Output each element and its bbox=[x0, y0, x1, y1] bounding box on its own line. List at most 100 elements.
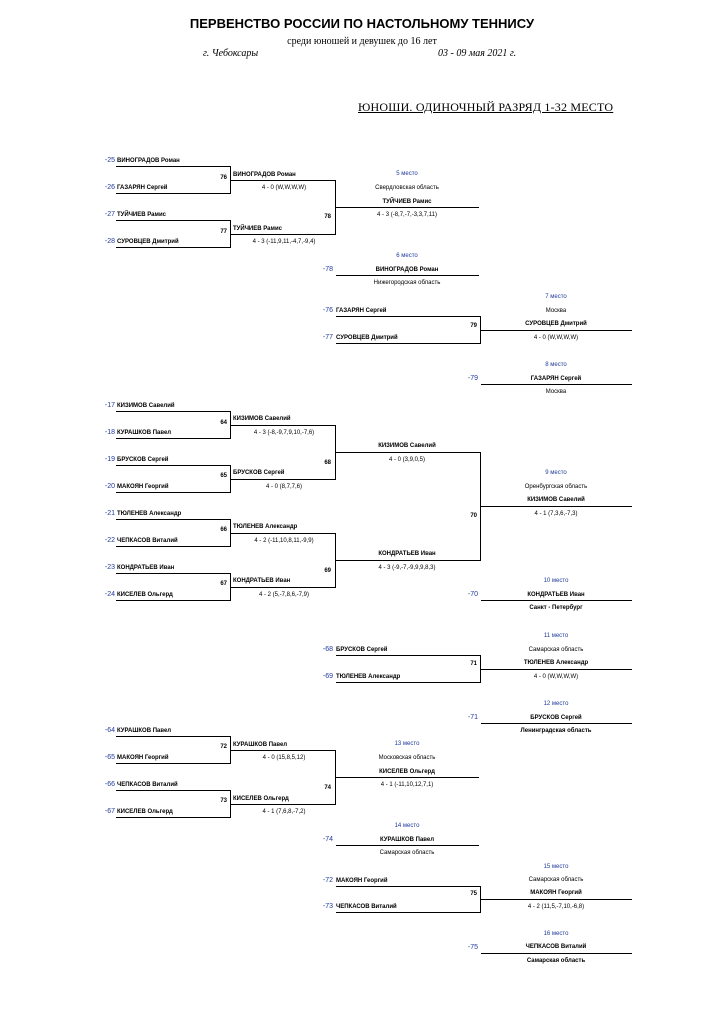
player-name: ГАЗАРЯН Сергей bbox=[530, 376, 582, 382]
document-subtitle: среди юношей и девушек до 16 лет bbox=[287, 36, 437, 47]
match-number: 66 bbox=[220, 527, 227, 533]
seed-label: -24 bbox=[104, 591, 115, 598]
match-number: 67 bbox=[220, 581, 227, 587]
player-name: МАКОЯН Георгий bbox=[117, 484, 169, 490]
player-region: Оренбургская область bbox=[524, 484, 588, 490]
player-region: Свердловская область bbox=[375, 185, 439, 191]
player-name: КОНДРАТЬЕВ Иван bbox=[527, 592, 585, 598]
player-name: КИСЕЛЕВ Ольгерд bbox=[117, 809, 173, 815]
match-score: 4 - 0 (W,W,W,W) bbox=[533, 674, 579, 680]
seed-label: -74 bbox=[322, 836, 333, 843]
match-score: 4 - 1 (7,3,6,-7,3) bbox=[534, 511, 578, 517]
match-score: 4 - 0 (8,7,7,6) bbox=[265, 484, 303, 490]
place-label: 7 место bbox=[545, 294, 567, 300]
match-number: 72 bbox=[220, 744, 227, 750]
match-winner: КИЗИМОВ Савелий bbox=[527, 497, 585, 503]
seed-label: -19 bbox=[104, 456, 115, 463]
city: г. Чебоксары bbox=[203, 48, 259, 59]
place-label: 13 место bbox=[394, 741, 420, 747]
match-winner: КИСЕЛЕВ Ольгерд bbox=[233, 796, 289, 802]
place-label: 16 место bbox=[543, 931, 569, 937]
match-number: 65 bbox=[220, 473, 227, 479]
player-name: ТУЙЧИЕВ Рамис bbox=[117, 212, 166, 218]
seed-label: -73 bbox=[322, 903, 333, 910]
match-number: 78 bbox=[324, 214, 331, 220]
match-number: 64 bbox=[220, 420, 227, 426]
match-score: 4 - 3 (-11,9,11,-4,7,-9,4) bbox=[252, 239, 316, 245]
match-number: 75 bbox=[470, 891, 477, 897]
player-name: ЧЕПКАСОВ Виталий bbox=[336, 904, 397, 910]
seed-label: -72 bbox=[322, 877, 333, 884]
seed-label: -28 bbox=[104, 238, 115, 245]
place-label: 6 место bbox=[396, 253, 418, 259]
match-score: 4 - 2 (11,5,-7,10,-6,8) bbox=[527, 904, 585, 910]
player-name: ГАЗАРЯН Сергей bbox=[336, 308, 387, 314]
match-score: 4 - 3 (-8,-9,7,9,10,-7,6) bbox=[253, 430, 315, 436]
player-name: МАКОЯН Георгий bbox=[117, 755, 169, 761]
document-title: ПЕРВЕНСТВО РОССИИ ПО НАСТОЛЬНОМУ ТЕННИСУ bbox=[189, 16, 535, 31]
match-number: 76 bbox=[220, 175, 227, 181]
seed-label: -70 bbox=[467, 591, 478, 598]
match-number: 74 bbox=[324, 785, 331, 791]
place-label: 8 место bbox=[545, 362, 567, 368]
match-score: 4 - 2 (5,-7,8,6,-7,9) bbox=[258, 592, 310, 598]
match-winner: ТЮЛЕНЕВ Александр bbox=[523, 660, 589, 666]
match-number: 73 bbox=[220, 798, 227, 804]
seed-label: -76 bbox=[322, 307, 333, 314]
place-label: 10 место bbox=[543, 578, 569, 584]
match-winner: ВИНОГРАДОВ Роман bbox=[233, 172, 296, 178]
seed-label: -21 bbox=[104, 510, 115, 517]
match-winner: КИСЕЛЕВ Ольгерд bbox=[379, 769, 435, 775]
player-name: ЧЕПКАСОВ Виталий bbox=[117, 782, 178, 788]
player-name: БРУСКОВ Сергей bbox=[336, 647, 388, 653]
player-region: Санкт - Петербург bbox=[529, 605, 583, 611]
match-winner: ТУЙЧИЕВ Рамис bbox=[233, 226, 282, 232]
seed-label: -17 bbox=[104, 402, 115, 409]
seed-label: -68 bbox=[322, 646, 333, 653]
player-name: КУРАШКОВ Павел bbox=[379, 837, 435, 843]
match-score: 4 - 0 (15,8,5,12) bbox=[262, 755, 306, 761]
match-number: 77 bbox=[220, 229, 227, 235]
event-title: ЮНОШИ. ОДИНОЧНЫЙ РАЗРЯД 1-32 МЕСТО bbox=[358, 100, 614, 114]
player-region: Самарская область bbox=[528, 647, 584, 653]
seed-label: -65 bbox=[104, 754, 115, 761]
seed-label: -27 bbox=[104, 211, 115, 218]
player-name: ВИНОГРАДОВ Роман bbox=[375, 267, 439, 273]
player-region: Москва bbox=[545, 308, 567, 314]
dates: 03 - 09 мая 2021 г. bbox=[438, 48, 517, 59]
seed-label: -64 bbox=[104, 727, 115, 734]
seed-label: -18 bbox=[104, 429, 115, 436]
seed-label: -67 bbox=[104, 808, 115, 815]
match-winner: КИЗИМОВ Савелий bbox=[233, 416, 291, 422]
match-score: 4 - 3 (-9,-7,-9,9,9,8,3) bbox=[378, 565, 436, 571]
match-number: 79 bbox=[470, 323, 477, 329]
player-name: СУРОВЦЕВ Дмитрий bbox=[336, 335, 398, 341]
seed-label: -78 bbox=[322, 266, 333, 273]
player-name: ТЮЛЕНЕВ Александр bbox=[117, 511, 182, 517]
player-region: Ленинградская область bbox=[520, 728, 592, 734]
match-score: 4 - 2 (-11,10,8,11,-9,9) bbox=[254, 538, 314, 544]
match-number: 68 bbox=[324, 460, 331, 466]
match-winner: КУРАШКОВ Павел bbox=[233, 742, 288, 748]
seed-label: -25 bbox=[104, 157, 115, 164]
seed-label: -66 bbox=[104, 781, 115, 788]
player-name: ТЮЛЕНЕВ Александр bbox=[336, 674, 401, 680]
player-region: Нижегородская область bbox=[373, 280, 441, 286]
match-number: 69 bbox=[324, 568, 331, 574]
match-score: 4 - 1 (-11,10,12,7,1) bbox=[380, 782, 434, 788]
player-region: Самарская область bbox=[528, 877, 584, 883]
player-name: ВИНОГРАДОВ Роман bbox=[117, 158, 180, 164]
player-name: ЧЕПКАСОВ Виталий bbox=[525, 944, 587, 950]
player-name: МАКОЯН Георгий bbox=[336, 878, 388, 884]
player-name: КИСЕЛЕВ Ольгерд bbox=[117, 592, 173, 598]
seed-label: -22 bbox=[104, 537, 115, 544]
place-label: 11 место bbox=[543, 633, 569, 639]
player-region: Московская область bbox=[378, 755, 436, 761]
seed-label: -77 bbox=[322, 334, 333, 341]
player-region: Самарская область bbox=[379, 850, 435, 856]
player-name: ГАЗАРЯН Сергей bbox=[117, 185, 168, 191]
match-winner: КОНДРАТЬЕВ Иван bbox=[378, 551, 436, 557]
seed-label: -71 bbox=[467, 714, 478, 721]
seed-label: -79 bbox=[467, 375, 478, 382]
place-label: 5 место bbox=[396, 171, 418, 177]
